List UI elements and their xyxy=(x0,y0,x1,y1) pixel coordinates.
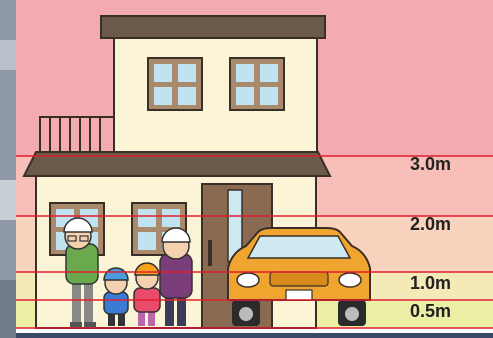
level-label-05m: 0.5m xyxy=(410,301,451,321)
upper-window-left xyxy=(148,58,202,110)
upper-roof xyxy=(101,16,325,38)
upper-window-right xyxy=(230,58,284,110)
level-label-2m: 2.0m xyxy=(410,214,451,234)
upper-wall xyxy=(114,38,317,156)
level-label-1m: 1.0m xyxy=(410,273,451,293)
left-photo-strip xyxy=(0,0,16,338)
level-label-3m: 3.0m xyxy=(410,154,451,174)
